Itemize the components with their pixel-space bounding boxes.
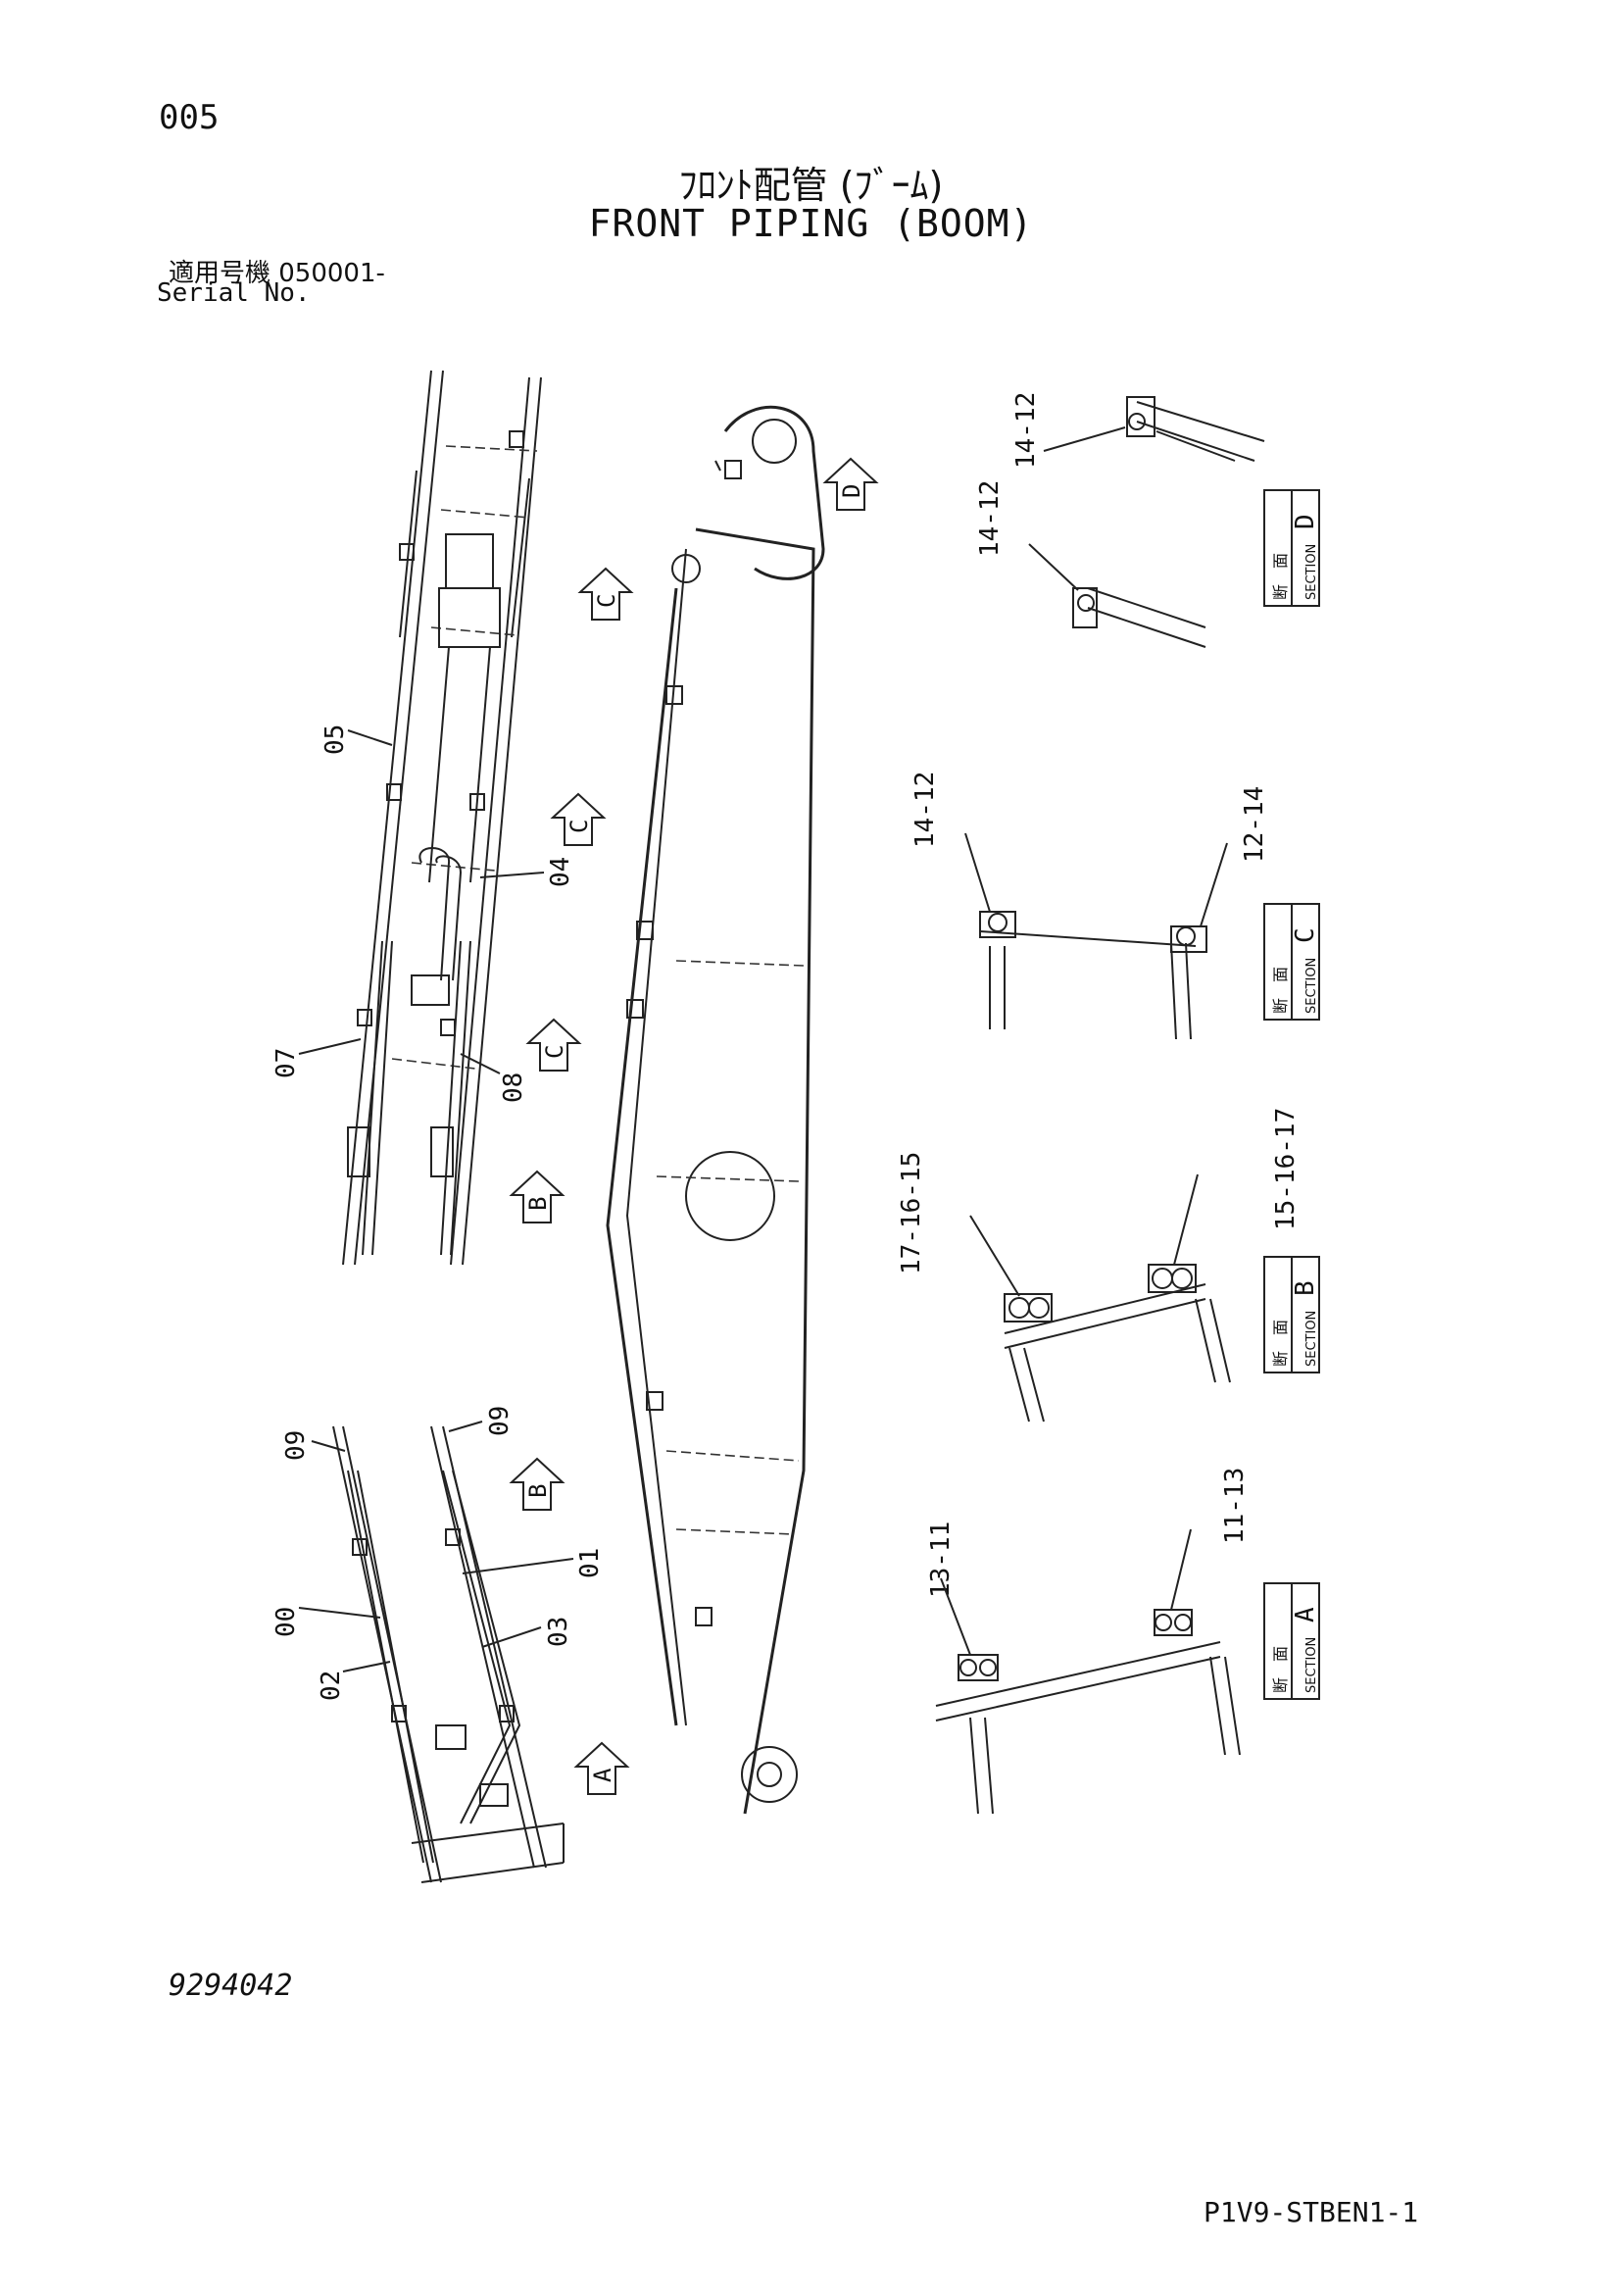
svg-text:14-12: 14-12 (975, 480, 1005, 557)
svg-text:C: C (1291, 927, 1320, 943)
svg-text:09: 09 (281, 1430, 311, 1461)
svg-text:08: 08 (499, 1073, 528, 1103)
svg-text:03: 03 (544, 1617, 573, 1647)
svg-text:11-13: 11-13 (1220, 1468, 1250, 1544)
svg-text:05: 05 (320, 724, 350, 755)
view-arrow-d: D (822, 457, 879, 511)
page-number: 005 (159, 98, 220, 137)
view-arrow-b-2: B (509, 1457, 565, 1511)
drawing-number: 9294042 (169, 1969, 293, 2003)
page-title: FRONT PIPING (BOOM) (588, 202, 1034, 245)
catalog-code: P1V9-STBEN1-1 (1204, 2196, 1419, 2228)
svg-text:断: 断 (1271, 1351, 1290, 1367)
view-arrow-c-2: C (550, 792, 607, 846)
svg-text:09: 09 (485, 1406, 515, 1436)
boom-side-view (606, 405, 825, 1815)
svg-text:A: A (1291, 1607, 1320, 1622)
svg-text:面: 面 (1271, 967, 1290, 982)
view-arrow-a: A (573, 1741, 630, 1795)
svg-text:14-12: 14-12 (910, 772, 940, 848)
svg-text:02: 02 (317, 1671, 346, 1701)
svg-text:A: A (589, 1768, 616, 1782)
svg-text:00: 00 (271, 1607, 301, 1637)
section-a-label: A SECTION 断 面 (1263, 1582, 1320, 1700)
part-label-00: 00 (271, 1607, 381, 1637)
svg-text:13-11: 13-11 (926, 1522, 956, 1598)
title-japanese: ﾌﾛﾝﾄ配管 (ﾌﾞｰﾑ) (678, 164, 944, 207)
part-label-05: 05 (320, 724, 393, 755)
view-arrow-c-1: C (577, 567, 634, 621)
serial-label-japanese: 適用号機 050001- (169, 259, 385, 288)
section-c-label: C SECTION 断 面 (1263, 903, 1320, 1021)
svg-text:B: B (524, 1484, 552, 1498)
section-d-label: D SECTION 断 面 (1263, 489, 1320, 607)
svg-text:C: C (541, 1045, 568, 1059)
serial-label: Serial No. (157, 278, 311, 308)
svg-text:14-12: 14-12 (1011, 392, 1041, 469)
boom-top-view-upper (342, 370, 542, 1266)
svg-text:断: 断 (1271, 1677, 1290, 1693)
section-a-detail: 13-11 11-13 (926, 1468, 1250, 1815)
svg-text:D: D (1291, 514, 1320, 529)
svg-text:04: 04 (546, 857, 575, 887)
section-d-detail: 14-12 14-12 (975, 392, 1265, 648)
svg-text:12-14: 12-14 (1240, 786, 1269, 863)
section-b-detail: 17-16-15 15-16-17 (897, 1108, 1301, 1423)
svg-text:SECTION: SECTION (1304, 1637, 1319, 1693)
svg-text:SECTION: SECTION (1304, 544, 1319, 600)
svg-text:15-16-17: 15-16-17 (1271, 1108, 1301, 1230)
part-label-01: 01 (462, 1548, 605, 1578)
part-label-07: 07 (271, 1038, 362, 1078)
svg-text:D: D (838, 484, 865, 498)
svg-text:断: 断 (1271, 584, 1290, 600)
svg-text:01: 01 (575, 1548, 605, 1578)
part-label-09-right: 09 (448, 1406, 515, 1436)
svg-text:B: B (1291, 1280, 1320, 1296)
svg-text:面: 面 (1271, 1646, 1290, 1662)
svg-text:SECTION: SECTION (1304, 1311, 1319, 1367)
part-label-03: 03 (481, 1617, 573, 1648)
section-b-label: B SECTION 断 面 (1263, 1256, 1320, 1373)
svg-text:B: B (524, 1197, 552, 1211)
svg-text:C: C (565, 820, 593, 833)
part-label-02: 02 (317, 1661, 391, 1701)
svg-text:断: 断 (1271, 998, 1290, 1014)
view-arrow-c-3: C (525, 1018, 582, 1072)
section-c-detail: 14-12 12-14 (910, 772, 1269, 1040)
svg-text:面: 面 (1271, 553, 1290, 569)
svg-text:17-16-15: 17-16-15 (897, 1152, 926, 1274)
svg-text:C: C (593, 594, 620, 608)
view-arrow-b-1: B (509, 1170, 565, 1223)
svg-text:面: 面 (1271, 1320, 1290, 1335)
part-label-04: 04 (479, 857, 575, 887)
part-label-09-left: 09 (281, 1430, 346, 1461)
part-label-08: 08 (460, 1053, 528, 1103)
svg-text:SECTION: SECTION (1304, 958, 1319, 1014)
svg-text:07: 07 (271, 1048, 301, 1078)
